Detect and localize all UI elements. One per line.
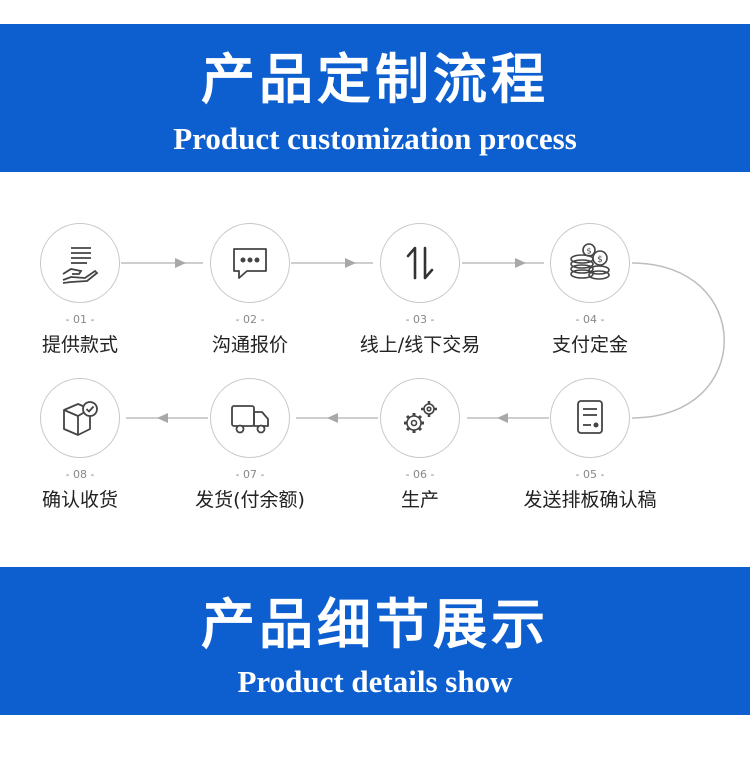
hand-document-icon bbox=[62, 247, 99, 284]
step-number: - 01 - bbox=[65, 313, 95, 326]
step-number: - 06 - bbox=[405, 468, 435, 481]
step-number: - 05 - bbox=[575, 468, 605, 481]
step-label: 线上/线下交易 bbox=[359, 334, 481, 356]
coins-icon: $ $ bbox=[570, 243, 610, 280]
chat-bubble-icon bbox=[233, 248, 267, 279]
step-label: 支付定金 bbox=[551, 334, 628, 356]
arrowhead-icon bbox=[157, 413, 168, 423]
step-number: - 08 - bbox=[65, 468, 95, 481]
step-circle: $ $ bbox=[550, 223, 630, 303]
step-number: - 04 - bbox=[575, 313, 605, 326]
exchange-arrows-icon bbox=[406, 246, 434, 280]
details-title-cn: 产品细节展示 bbox=[201, 593, 549, 656]
box-check-icon bbox=[63, 401, 98, 436]
step-circle bbox=[550, 378, 630, 458]
step-label: 沟通报价 bbox=[211, 334, 288, 356]
svg-text:$: $ bbox=[597, 255, 603, 265]
process-flow: - 01 - 提供款式 - 02 - 沟通报价 - 03 - 线上/线下交易 bbox=[0, 172, 750, 567]
connector-curve bbox=[631, 262, 725, 419]
step-circle bbox=[380, 223, 460, 303]
step-circle bbox=[380, 378, 460, 458]
details-title-en: Product details show bbox=[237, 664, 513, 699]
step-number: - 03 - bbox=[405, 313, 435, 326]
step-label: 发货(付余额) bbox=[195, 489, 305, 511]
process-header-banner: 产品定制流程 Product customization process bbox=[0, 24, 750, 172]
document-icon bbox=[577, 400, 603, 434]
step-circle bbox=[40, 223, 120, 303]
arrowhead-icon bbox=[327, 413, 338, 423]
step-label: 确认收货 bbox=[41, 489, 118, 511]
gears-icon bbox=[404, 401, 437, 433]
step-label: 提供款式 bbox=[41, 334, 118, 356]
step-label: 生产 bbox=[400, 489, 439, 511]
process-title-en: Product customization process bbox=[173, 121, 577, 156]
arrowhead-icon bbox=[497, 413, 508, 423]
step-number: - 07 - bbox=[235, 468, 265, 481]
flow-connectors bbox=[121, 258, 725, 423]
step-circle bbox=[210, 378, 290, 458]
arrowhead-icon bbox=[175, 258, 186, 268]
svg-text:$: $ bbox=[586, 247, 591, 256]
step-number: - 02 - bbox=[235, 313, 265, 326]
process-title-cn: 产品定制流程 bbox=[201, 48, 549, 111]
arrowhead-icon bbox=[515, 258, 526, 268]
step-label: 发送排板确认稿 bbox=[523, 489, 657, 511]
step-circle bbox=[40, 378, 120, 458]
truck-icon bbox=[231, 405, 269, 434]
details-header-banner: 产品细节展示 Product details show bbox=[0, 567, 750, 715]
step-circle bbox=[210, 223, 290, 303]
arrowhead-icon bbox=[345, 258, 356, 268]
